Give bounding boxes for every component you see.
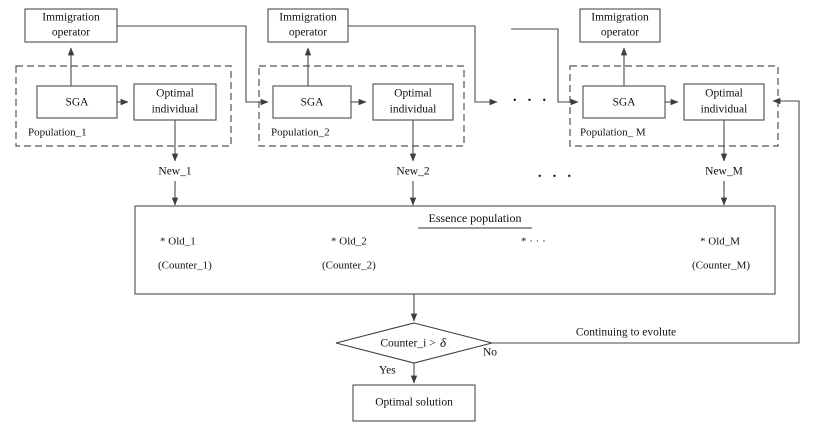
new-2-label: New_2	[396, 166, 429, 178]
optimal-individual-2-label-line2: individual	[390, 104, 437, 116]
population-group-1: Population_1 Immigration operator SGA Op…	[15, 8, 269, 206]
chain-ellipsis: · · ·	[512, 92, 550, 108]
optimal-individual-1-label-line2: individual	[152, 104, 199, 116]
old-1-label: * Old_1	[160, 236, 196, 248]
old-2-label: * Old_2	[331, 236, 367, 248]
optimal-individual-m-label-line2: individual	[701, 104, 748, 116]
connector-feedback-loop	[492, 97, 800, 344]
immigration-operator-2-box[interactable]	[267, 8, 349, 43]
immigration-operator-1-label-line2: operator	[52, 27, 90, 39]
connector-immigration1-to-sga2	[117, 25, 269, 106]
counter-m-label: (Counter_M)	[692, 260, 750, 272]
new-1-label: New_1	[158, 166, 191, 178]
immigration-operator-m-label-line1: Immigration	[591, 12, 649, 24]
immigration-operator-m-label-line2: operator	[601, 27, 639, 39]
connector-immigration2-to-chain	[348, 25, 498, 106]
sga-1-label: SGA	[65, 97, 89, 109]
optimal-individual-2-label-line1: Optimal	[394, 88, 432, 100]
sga-2-box[interactable]	[272, 85, 352, 119]
population-2-group-label: Population_2	[271, 127, 330, 139]
population-m-group-label: Population_ M	[580, 127, 646, 139]
immigration-operator-m-box[interactable]	[579, 8, 661, 43]
decision-label: Counter_i >	[380, 338, 435, 350]
sga-m-box[interactable]	[582, 85, 666, 119]
optimal-individual-1-label-line1: Optimal	[156, 88, 194, 100]
essence-population-group: Essence population * Old_1 (Counter_1) *…	[134, 205, 776, 295]
population-m-dashed-boundary	[569, 65, 779, 147]
connector-chain-to-sga-m	[511, 28, 579, 106]
decision-no-label: No	[483, 347, 497, 359]
optimal-individual-2-box[interactable]	[372, 83, 454, 121]
decision-delta-symbol: δ	[440, 335, 447, 350]
counter-2-label: (Counter_2)	[322, 260, 376, 272]
counter-1-label: (Counter_1)	[158, 260, 212, 272]
new-row-ellipsis: · · ·	[537, 168, 575, 184]
immigration-operator-1-label-line1: Immigration	[42, 12, 100, 24]
sga-1-box[interactable]	[36, 85, 118, 119]
result-node[interactable]: Optimal solution	[352, 384, 476, 422]
immigration-operator-2-label-line1: Immigration	[279, 12, 337, 24]
population-group-2: Population_2 Immigration operator SGA Op…	[258, 8, 498, 206]
new-m-label: New_M	[705, 166, 743, 178]
sga-2-label: SGA	[300, 97, 324, 109]
population-group-m: Population_ M Immigration operator SGA O…	[569, 8, 779, 206]
population-2-dashed-boundary	[258, 65, 465, 147]
old-row-ellipsis: * · · ·	[521, 236, 546, 248]
sga-m-label: SGA	[612, 97, 636, 109]
population-1-group-label: Population_1	[28, 127, 87, 139]
old-m-label: * Old_M	[700, 236, 740, 248]
optimal-solution-box[interactable]	[352, 384, 476, 422]
population-1-dashed-boundary	[15, 65, 232, 147]
optimal-solution-label: Optimal solution	[375, 397, 453, 409]
essence-population-title: Essence population	[429, 211, 522, 225]
feedback-loop-label: Continuing to evolute	[576, 327, 676, 339]
decision-yes-label: Yes	[379, 365, 396, 377]
optimal-individual-m-label-line1: Optimal	[705, 88, 743, 100]
essence-population-box[interactable]	[134, 205, 776, 295]
decision-node[interactable]: Counter_i > δ	[335, 322, 493, 364]
immigration-operator-2-label-line2: operator	[289, 27, 327, 39]
